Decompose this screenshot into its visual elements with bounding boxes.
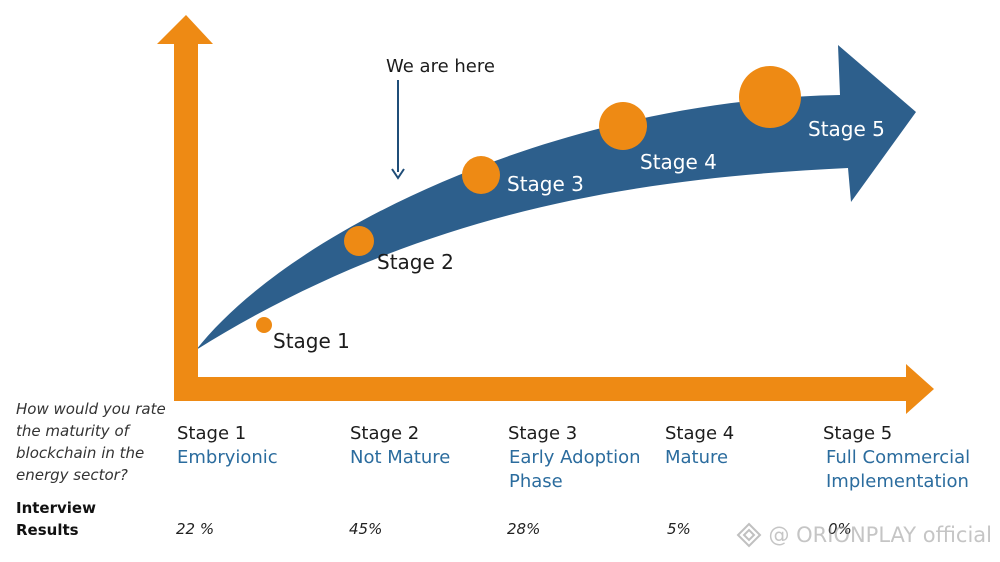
result-stage-4: 5% xyxy=(667,520,691,538)
watermark: @ ORIONPLAY official xyxy=(736,522,992,548)
column-stage-3: Stage 3 xyxy=(508,423,578,444)
chart-stage-1-label: Stage 1 xyxy=(273,329,350,353)
we-are-here-label: We are here xyxy=(386,56,495,77)
chart-stage-2-label: Stage 2 xyxy=(377,250,454,274)
arrow-right-icon xyxy=(906,364,934,414)
stage-4-dot xyxy=(599,102,647,150)
y-axis-bar xyxy=(174,42,198,390)
column-desc-1: Embryionic xyxy=(177,447,278,468)
chart-stage-3-label: Stage 3 xyxy=(507,172,584,196)
column-desc-2: Not Mature xyxy=(350,447,451,468)
result-stage-3: 28% xyxy=(507,520,541,538)
result-stage-5: 0% xyxy=(828,520,852,538)
x-axis-bar xyxy=(174,377,909,401)
stage-5-dot xyxy=(739,66,801,128)
arrow-down-icon xyxy=(391,168,405,180)
column-desc-4: Mature xyxy=(665,447,729,468)
maturity-diagram xyxy=(157,15,934,414)
stage-3-dot xyxy=(462,156,500,194)
column-desc-5: Full Commercial Implementation xyxy=(826,447,971,492)
maturity-curve-arrow xyxy=(196,45,916,350)
result-stage-2: 45% xyxy=(349,520,383,538)
column-stage-5: Stage 5 xyxy=(823,423,893,444)
column-desc-3: Early Adoption Phase xyxy=(509,447,641,492)
chart-stage-4-label: Stage 4 xyxy=(640,150,717,174)
survey-question: How would you rate the maturity of block… xyxy=(16,400,166,484)
stage-2-dot xyxy=(344,226,374,256)
chart-stage-5-label: Stage 5 xyxy=(808,117,885,141)
result-stage-1: 22 % xyxy=(176,520,215,538)
column-stage-1: Stage 1 xyxy=(177,423,247,444)
interview-results-label: Interview Results xyxy=(16,499,96,539)
watermark-text: @ ORIONPLAY official xyxy=(768,523,992,547)
orionplay-logo-icon xyxy=(737,522,762,548)
column-stage-2: Stage 2 xyxy=(350,423,420,444)
column-stage-4: Stage 4 xyxy=(665,423,735,444)
arrow-up-icon xyxy=(157,15,213,44)
stage-1-dot xyxy=(256,317,272,333)
